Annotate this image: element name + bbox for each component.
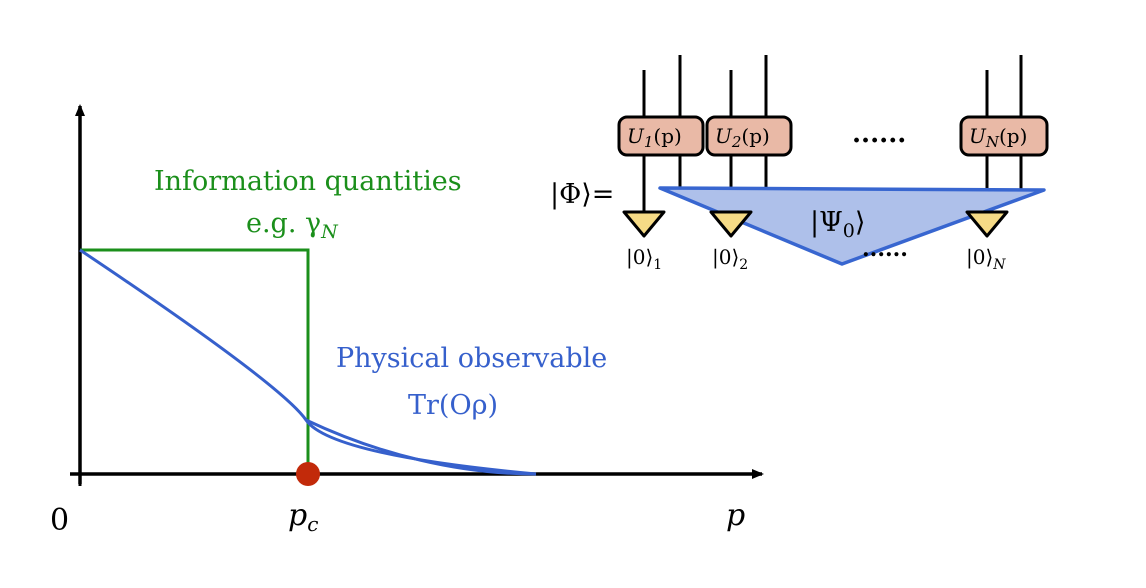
info-label-line2: e.g. γN xyxy=(246,208,339,243)
dots-top: ...... xyxy=(852,119,906,149)
svg-text:UN(p): UN(p) xyxy=(969,124,1027,151)
psi0-state-label: |Ψ0⟩ xyxy=(810,207,865,242)
observable-label-line2: Tr(Oρ) xyxy=(408,390,498,421)
svg-text:U2(p): U2(p) xyxy=(715,124,770,151)
svg-text:U1(p): U1(p) xyxy=(627,124,682,151)
critical-value-label: pc xyxy=(288,498,318,536)
ancilla-1-label: |0⟩1 xyxy=(626,245,662,273)
origin-label: 0 xyxy=(50,503,69,538)
observable-label-line1: Physical observable xyxy=(336,343,607,374)
unitary-gate-2: U2(p) xyxy=(705,115,793,157)
observable-curve-tail xyxy=(305,418,537,476)
unitary-gate-1: U1(p) xyxy=(617,115,705,157)
unitary-gate-n: UN(p) xyxy=(959,115,1049,157)
ancilla-2-label: |0⟩2 xyxy=(712,245,748,273)
dots-bottom: ...... xyxy=(862,236,908,262)
ancilla-1 xyxy=(622,210,666,238)
info-quantity-curve xyxy=(80,248,310,474)
info-label-line1: Information quantities xyxy=(154,166,462,197)
initial-state-psi0 xyxy=(658,186,1046,266)
ancilla-n xyxy=(965,210,1009,238)
ancilla-2 xyxy=(709,210,753,238)
x-axis-label: p xyxy=(726,498,745,533)
phi-state-label: |Φ⟩= xyxy=(550,179,614,210)
critical-point xyxy=(296,462,320,486)
ancilla-n-label: |0⟩N xyxy=(966,245,1006,273)
